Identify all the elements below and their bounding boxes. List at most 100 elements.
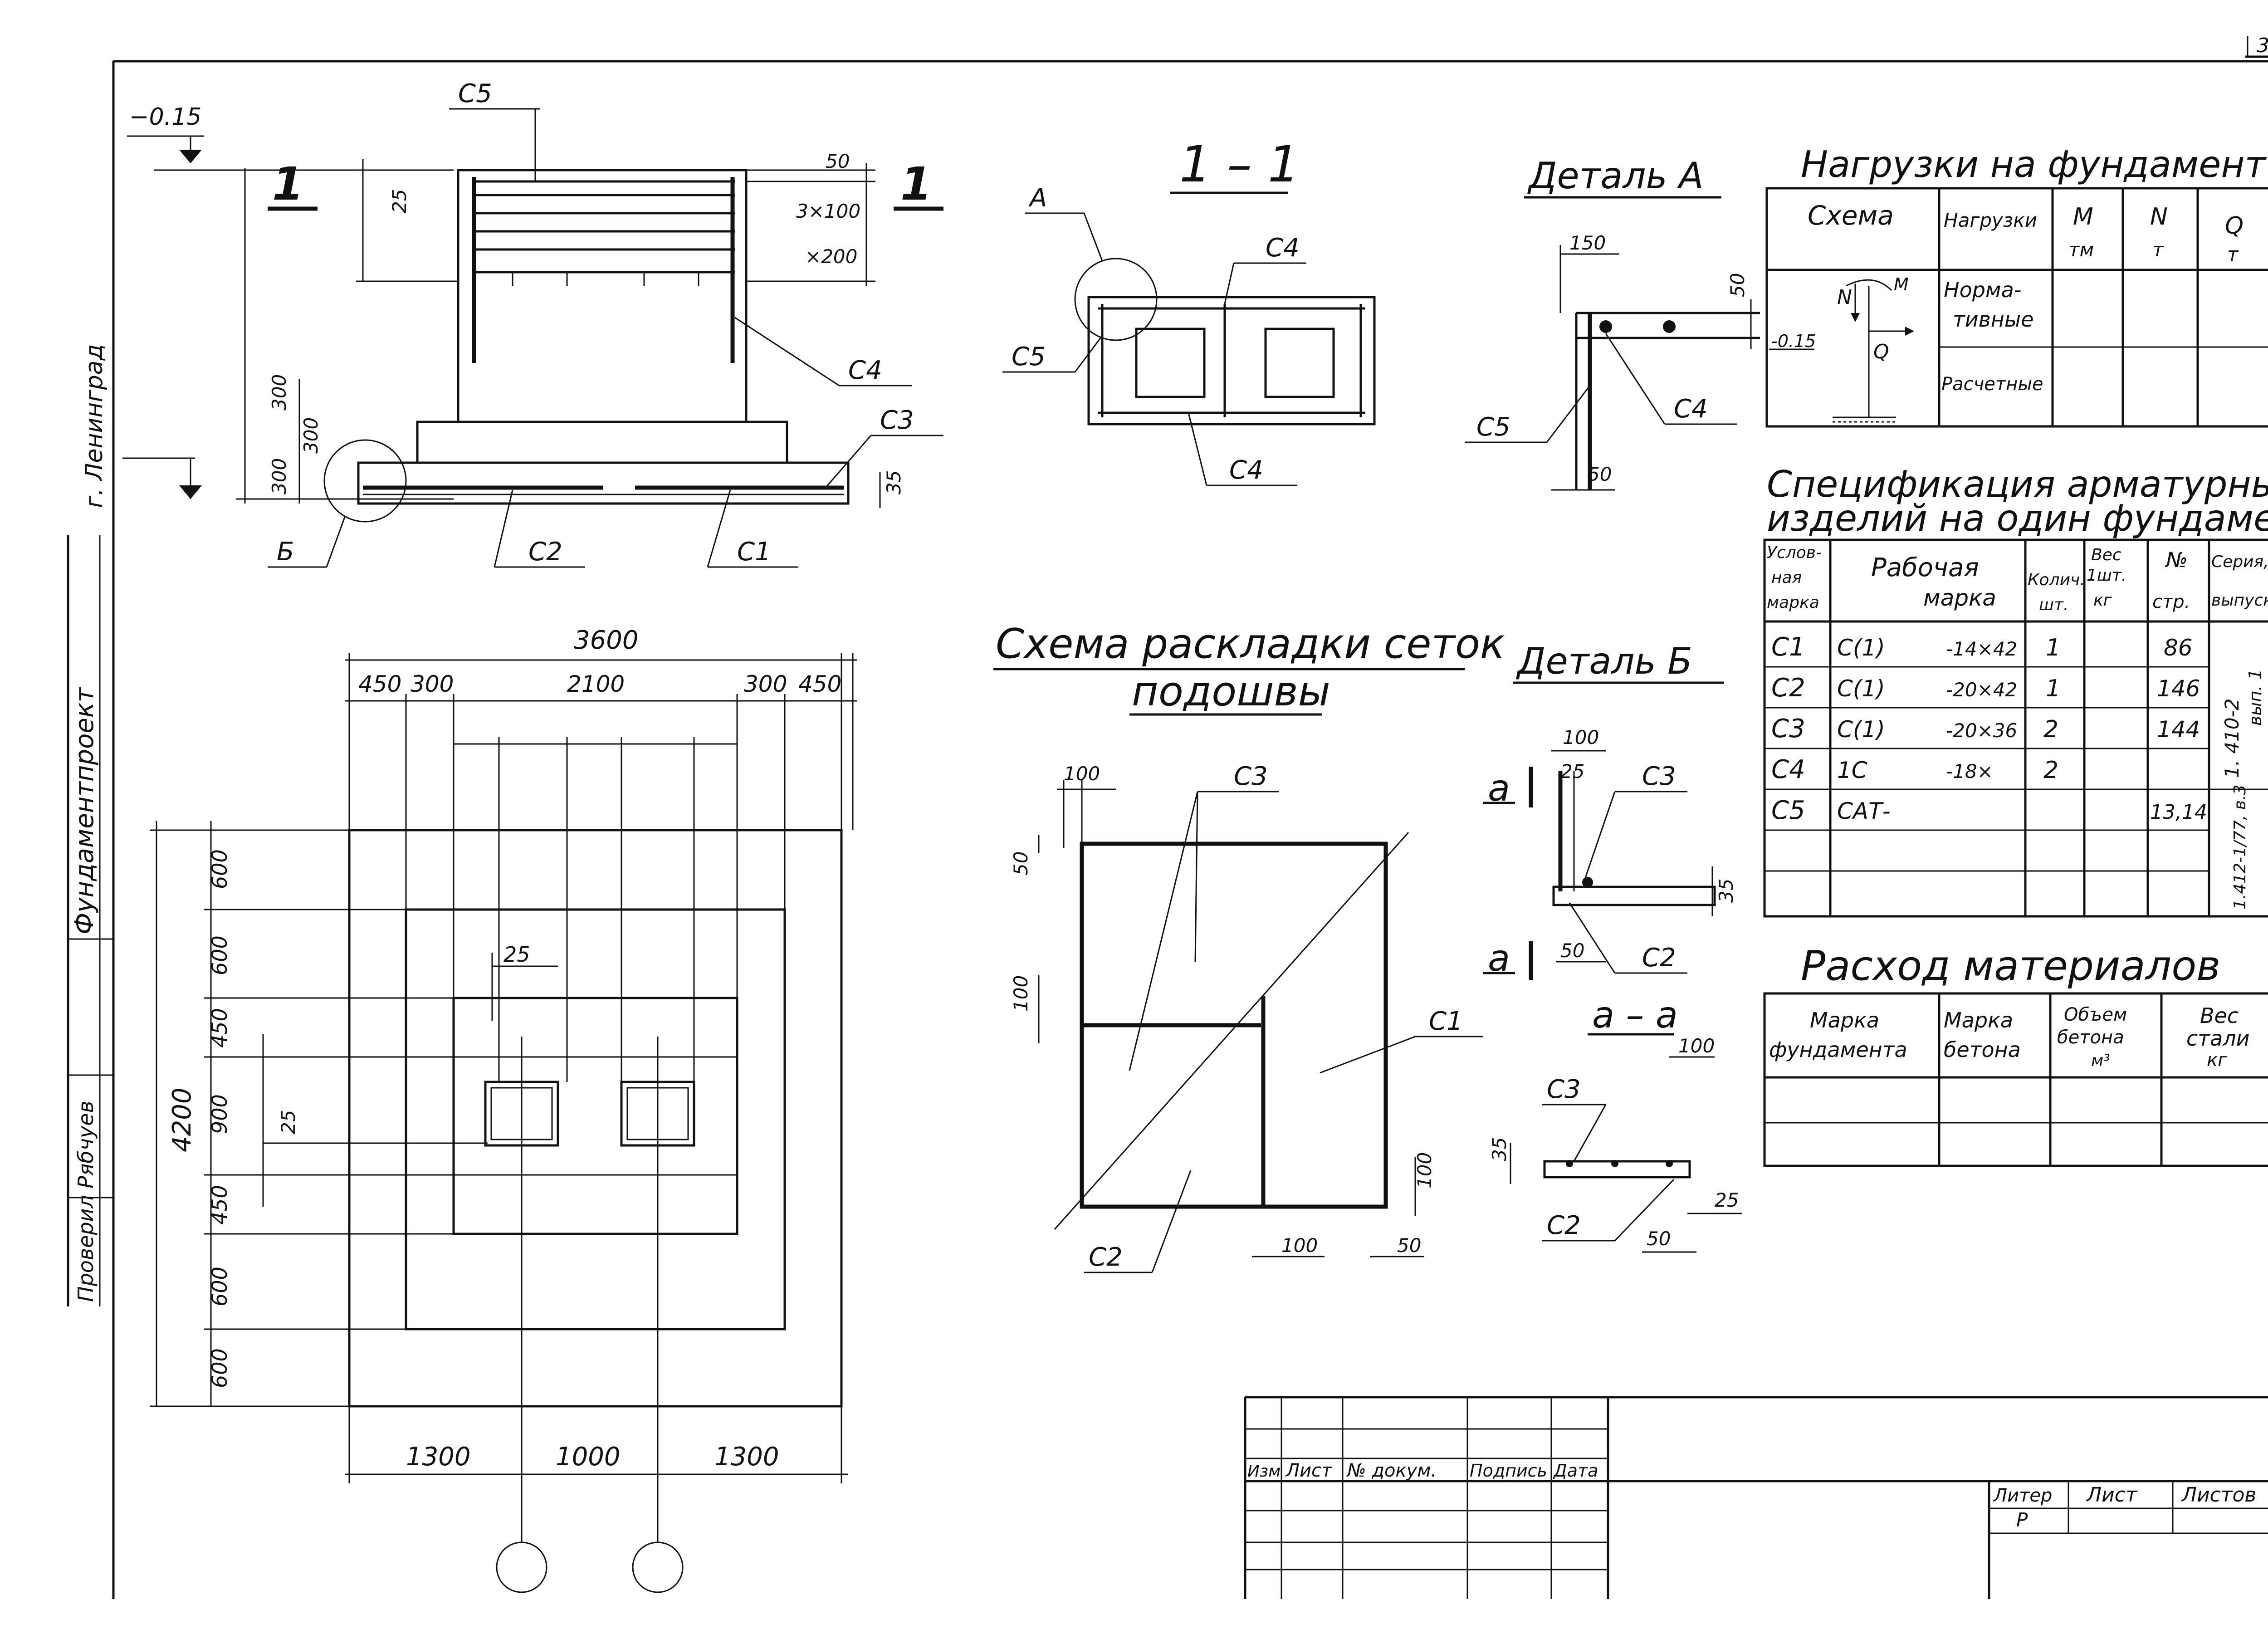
title-block: Изм Лист № докум. Подпись Дата Литер Р Л… [1244, 1396, 2268, 1599]
dim-x200: ×200 [805, 245, 857, 268]
label-c5-detail-a: С5 [1476, 412, 1510, 442]
spec-r2-mark: С2 [1771, 673, 1805, 703]
spec-r3-page: 144 [2157, 716, 2200, 743]
detail-b-dim-35: 35 [1715, 879, 1737, 903]
loads-head-m: M [2073, 203, 2093, 230]
axis-bubble-left [496, 1541, 547, 1593]
spec-r5-mark: С5 [1771, 796, 1805, 825]
c5-mesh [472, 177, 735, 363]
spec-h-weight2: 1шт. [2087, 566, 2126, 585]
spec-h-qty1: Колич. [2028, 571, 2085, 589]
spec-h-mark1: Услов- [1767, 543, 1822, 562]
spec-r4-work: 1С [1837, 757, 1867, 783]
tb-sheets-head: Листов [2181, 1483, 2256, 1507]
tb-liter-head: Литер [1993, 1485, 2052, 1506]
materials-title: Расход материалов [1801, 942, 2220, 990]
spec-h-series2: выпуск [2211, 591, 2268, 610]
label-c5-top: С5 [458, 79, 492, 108]
sheet-number: 30 [2257, 34, 2268, 57]
loads-row-normative-1: Норма- [1944, 278, 2021, 302]
mesh-layout-scheme: Схема раскладки сеток подошвы 100 50 100… [993, 620, 1505, 1273]
spec-r4-size: -18× [1946, 760, 1993, 783]
dim-450-b: 450 [798, 671, 841, 697]
sidebar-checked: Проверил [73, 1195, 98, 1302]
spec-series-1b: вып. 1 [2245, 669, 2265, 726]
mat-h-volume3: м³ [2091, 1052, 2110, 1070]
loads-head-scheme: Схема [1808, 200, 1894, 231]
elevation-label: −0.15 [129, 103, 201, 131]
dim-25-plan-a: 25 [277, 1110, 299, 1134]
dim-300-b: 300 [300, 417, 322, 454]
section-mark-left: 1 [272, 157, 304, 210]
detail-a: Деталь А 150 50 50 С4 С5 [1465, 155, 1760, 491]
spec-title-1: Спецификация арматурных [1767, 463, 2268, 505]
aa-dim-100: 100 [1678, 1035, 1715, 1057]
sheet-frame: 30 [112, 34, 2268, 1599]
spec-h-mark2: ная [1771, 568, 1802, 587]
label-a-section: А [1028, 183, 1047, 213]
spec-r1-work: С(1) [1837, 635, 1885, 661]
spec-h-work2: марка [1923, 585, 1996, 611]
section-title: 1 – 1 [1179, 135, 1300, 193]
dim-2100: 2100 [567, 671, 625, 697]
aa-dim-50: 50 [1647, 1228, 1671, 1250]
dim-h450-a: 450 [207, 1008, 232, 1048]
label-c3-elev: С3 [880, 406, 914, 435]
mat-h-steel2: стали [2186, 1026, 2250, 1051]
dim-4200: 4200 [167, 1087, 197, 1152]
sidebar-stamp: г. Ленинград Фундаментпроект Рябчуев Про… [67, 344, 113, 1306]
spec-r2-work: С(1) [1837, 675, 1885, 702]
mesh-dim-100-left: 100 [1010, 975, 1032, 1012]
detail-b-title: Деталь Б [1516, 640, 1692, 682]
loads-head-loads: Нагрузки [1944, 209, 2037, 231]
sidebar-city: г. Ленинград [81, 344, 108, 508]
dim-300-a: 300 [268, 374, 290, 411]
spec-series-2: 1.412-1/77, в.3 [2231, 785, 2249, 910]
spec-h-weight1: Вес [2091, 546, 2121, 564]
tb-col-izm: Изм [1247, 1462, 1281, 1481]
aa-dim-35: 35 [1488, 1137, 1510, 1161]
mat-h-volume2: бетона [2057, 1027, 2124, 1048]
section-aa-title: а – а [1592, 994, 1678, 1036]
scheme-n: N [1837, 286, 1852, 309]
spec-r4-mark: С4 [1771, 755, 1805, 784]
materials-table: Расход материалов Марка фундамента Марка… [1763, 942, 2268, 1167]
spec-r1-mark: С1 [1771, 632, 1805, 662]
mat-h-found2: фундамента [1769, 1037, 1907, 1062]
detail-b: Деталь Б 100 25 35 а а 50 С3 С2 [1483, 640, 1737, 980]
spec-r1-page: 86 [2164, 635, 2193, 661]
dim-450-a: 450 [358, 671, 401, 697]
label-c2-aa: С2 [1547, 1211, 1581, 1240]
spec-r2-qty: 1 [2046, 675, 2061, 702]
detail-a-dim-50-right: 50 [1726, 273, 1749, 297]
label-b-elev: Б [277, 537, 294, 567]
spec-h-page1: № [2165, 548, 2188, 572]
mat-h-steel1: Вес [2200, 1003, 2239, 1028]
foundation-elevation: −0.15 [122, 79, 943, 568]
detail-a-dim-50-bottom: 50 [1588, 463, 1612, 485]
dim-h600-c: 600 [207, 1267, 232, 1306]
mat-h-found1: Марка [1810, 1008, 1879, 1032]
sidebar-executor: Рябчуев [73, 1101, 98, 1189]
dim-35-elev: 35 [883, 470, 905, 494]
section-a-a: а – а 100 35 25 50 С3 С2 [1488, 994, 1742, 1253]
dim-300-c: 300 [268, 458, 290, 494]
mesh-title-line1: Схема раскладки сеток [996, 620, 1505, 668]
loads-unit-m: тм [2068, 239, 2094, 261]
mat-h-steel3: кг [2207, 1050, 2228, 1071]
spec-r3-mark: С3 [1771, 714, 1805, 744]
dim-h600-d: 600 [207, 1348, 232, 1388]
dim-h450-b: 450 [207, 1185, 232, 1225]
section-mark-right: 1 [900, 157, 932, 210]
label-c2-elev: С2 [528, 537, 562, 567]
dim-3600: 3600 [574, 626, 639, 655]
scheme-m: M [1894, 274, 1909, 294]
tb-col-sign: Подпись [1470, 1461, 1547, 1481]
loads-head-n: N [2150, 203, 2168, 230]
mat-h-concrete2: бетона [1944, 1037, 2021, 1062]
label-c1-elev: С1 [737, 537, 771, 567]
spec-r5-page: 13,14 [2150, 801, 2207, 824]
detail-a-dim-150: 150 [1569, 232, 1606, 254]
spec-h-weight3: кг [2093, 591, 2112, 610]
